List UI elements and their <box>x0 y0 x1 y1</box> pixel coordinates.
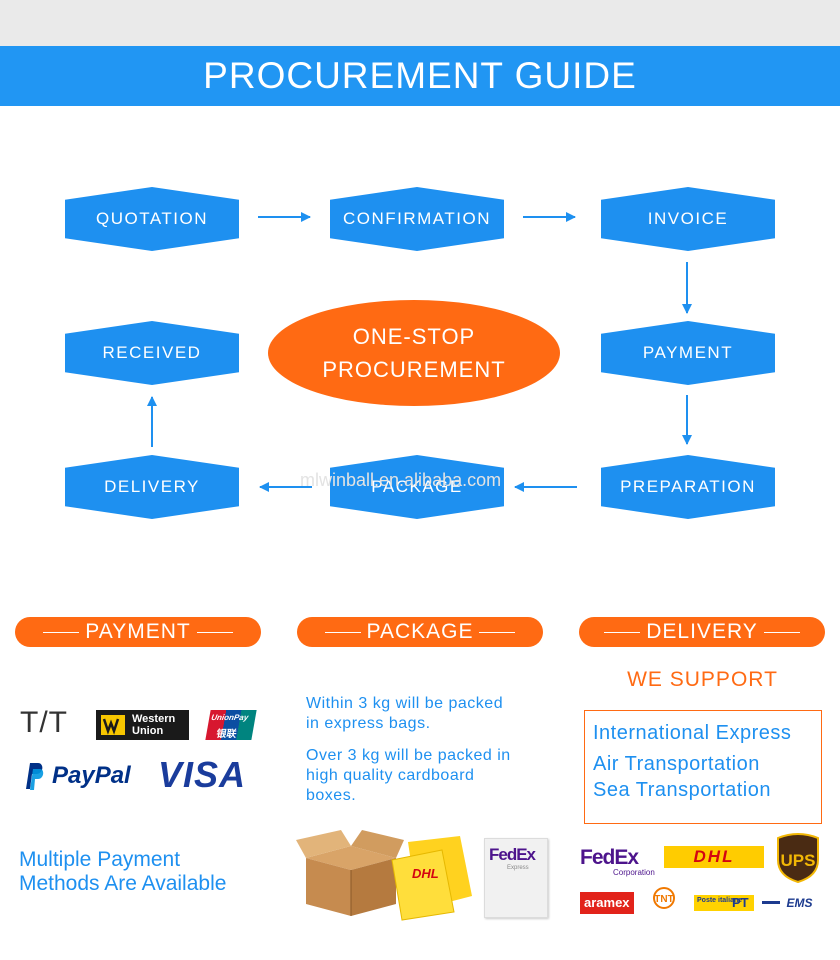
package-text-1-line-1: Within 3 kg will be packed <box>306 695 504 712</box>
package-text-1: Within 3 kg will be packed in express ba… <box>306 694 503 734</box>
shipping-modes-box: International Express Air Transportation… <box>584 710 822 824</box>
poste-logo-text: Poste italiane <box>697 897 743 904</box>
pill-delivery-label: DELIVERY <box>646 620 758 643</box>
package-text-2-line-1: Over 3 kg will be packed in <box>306 747 511 764</box>
fedex-bag-image: FedEx Express <box>484 838 548 918</box>
dhl-bag-text: DHL <box>412 866 439 881</box>
fedex-bag-text: FedEx <box>489 845 536 864</box>
ems-logo: EMS <box>762 894 812 912</box>
paypal-text: PayPal <box>52 762 131 789</box>
pt-logo-text: PT <box>732 895 749 910</box>
section-pill-delivery: DELIVERY <box>579 617 825 647</box>
aramex-logo: aramex <box>580 892 634 914</box>
top-strip <box>0 0 840 46</box>
mode-air-transportation: Air Transportation <box>593 753 760 775</box>
paypal-icon <box>26 763 44 790</box>
section-pill-payment: PAYMENT <box>15 617 261 647</box>
flow-step-payment: PAYMENT <box>601 321 775 385</box>
dhl-logo: DHL <box>664 846 764 868</box>
we-support-heading: WE SUPPORT <box>627 668 778 691</box>
unionpay-cn-text: 银联 <box>215 729 238 740</box>
payment-caption: Multiple Payment Methods Are Available <box>19 848 226 896</box>
oval-line-2: PROCUREMENT <box>322 357 506 382</box>
unionpay-text: UnionPay <box>210 713 250 722</box>
payment-caption-line-2: Methods Are Available <box>19 872 227 895</box>
section-pill-package: PACKAGE <box>297 617 543 647</box>
flow-step-confirmation: CONFIRMATION <box>330 187 504 251</box>
watermark: mlwinball.en.alibaba.com <box>300 470 502 490</box>
payment-caption-line-1: Multiple Payment <box>19 848 181 871</box>
one-stop-procurement-oval: ONE-STOP PROCUREMENT <box>268 300 560 406</box>
fedex-bag-subtext: Express <box>507 865 529 871</box>
fedex-corporation-logo: FedEx Corporation <box>580 846 655 877</box>
flow-step-preparation: PREPARATION <box>601 455 775 519</box>
pill-package-label: PACKAGE <box>366 620 474 643</box>
flow-step-package: PACKAGE <box>330 455 504 519</box>
flow-step-quotation: QUOTATION <box>65 187 239 251</box>
mode-international-express: International Express <box>593 722 792 744</box>
flow-step-received: RECEIVED <box>65 321 239 385</box>
aramex-logo-text: aramex <box>584 895 630 910</box>
unionpay-logo: UnionPay 银联 <box>205 710 257 740</box>
western-union-icon <box>101 715 125 735</box>
package-text-1-line-2: in express bags. <box>306 715 431 732</box>
western-union-text: Western Union <box>132 713 176 737</box>
page-title: PROCUREMENT GUIDE <box>0 46 840 106</box>
mode-sea-transportation: Sea Transportation <box>593 779 771 801</box>
dhl-logo-text: DHL <box>693 847 735 866</box>
fedex-logo-text: FedEx <box>580 846 639 869</box>
ups-shield-icon: UPS <box>777 833 819 884</box>
package-text-2-line-3: boxes. <box>306 787 357 804</box>
package-text-2-line-2: high quality cardboard <box>306 767 475 784</box>
poste-italiane-logo: Poste italiane PT <box>694 895 754 911</box>
tnt-logo: TNT <box>653 887 675 909</box>
ems-logo-text: EMS <box>786 896 813 910</box>
tnt-logo-text: TNT <box>654 894 673 905</box>
tt-logo: T/T <box>20 706 68 739</box>
flow-step-delivery: DELIVERY <box>65 455 239 519</box>
package-text-2: Over 3 kg will be packed in high quality… <box>306 746 511 806</box>
pill-payment-label: PAYMENT <box>85 620 191 643</box>
fedex-corporation-text: Corporation <box>613 868 655 877</box>
ups-logo-text: UPS <box>781 851 816 870</box>
cardboard-box-image <box>296 830 404 916</box>
oval-line-1: ONE-STOP <box>352 324 476 349</box>
flow-step-invoice: INVOICE <box>601 187 775 251</box>
visa-logo: VISA <box>158 754 247 795</box>
western-union-logo: Western Union <box>96 710 189 740</box>
dhl-express-bag-image: DHL <box>391 836 472 921</box>
